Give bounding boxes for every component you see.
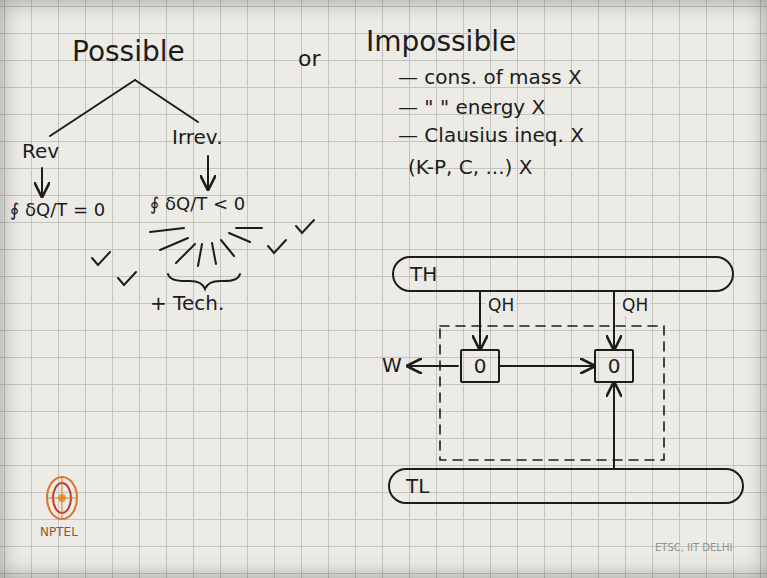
logo-text: NPTEL — [40, 526, 78, 540]
list-item: — " " energy X — [398, 96, 545, 119]
node-text: TL — [406, 475, 429, 497]
system-boundary — [440, 326, 664, 460]
engine-box: 0 — [460, 349, 500, 383]
node-text: TH — [410, 263, 437, 285]
heading-word: Impossible — [366, 26, 516, 58]
connective-word: or — [298, 46, 321, 71]
down-arrow — [41, 168, 43, 196]
equation: ∮ δQ/T < 0 — [150, 194, 245, 215]
note: + Tech. — [150, 292, 224, 315]
branch-line — [135, 80, 198, 122]
branch-label: Irrev. — [172, 126, 223, 149]
work-label: W — [382, 354, 402, 377]
node-text: 0 — [608, 355, 621, 377]
heat-arrow — [500, 365, 594, 367]
node-text: 0 — [474, 355, 487, 377]
list-item: — Clausius ineq. X — [398, 124, 584, 147]
branch-line — [50, 80, 135, 136]
reservoir-band: TL — [388, 468, 744, 504]
fan-strokes — [150, 228, 262, 266]
watermark: ETSC, IIT DELHI — [655, 542, 732, 554]
reservoir-band: TH — [392, 256, 734, 292]
branch-label: Rev — [22, 140, 59, 163]
heat-arrow — [613, 383, 615, 468]
down-arrow — [207, 156, 209, 189]
work-arrow — [408, 365, 458, 367]
equation: ∮ δQ/T = 0 — [10, 200, 105, 221]
edge-label: QH — [620, 296, 650, 316]
edge-label: QH — [486, 296, 516, 316]
check-marks — [92, 220, 314, 285]
brace — [168, 274, 240, 289]
nptel-logo — [47, 477, 77, 519]
list-item: (K-P, C, ...) X — [408, 156, 532, 179]
engine-box: 0 — [594, 349, 634, 383]
heading-word: Possible — [72, 36, 185, 68]
list-item: — cons. of mass X — [398, 66, 582, 89]
heat-arrow — [613, 292, 615, 349]
heat-arrow — [479, 292, 481, 349]
